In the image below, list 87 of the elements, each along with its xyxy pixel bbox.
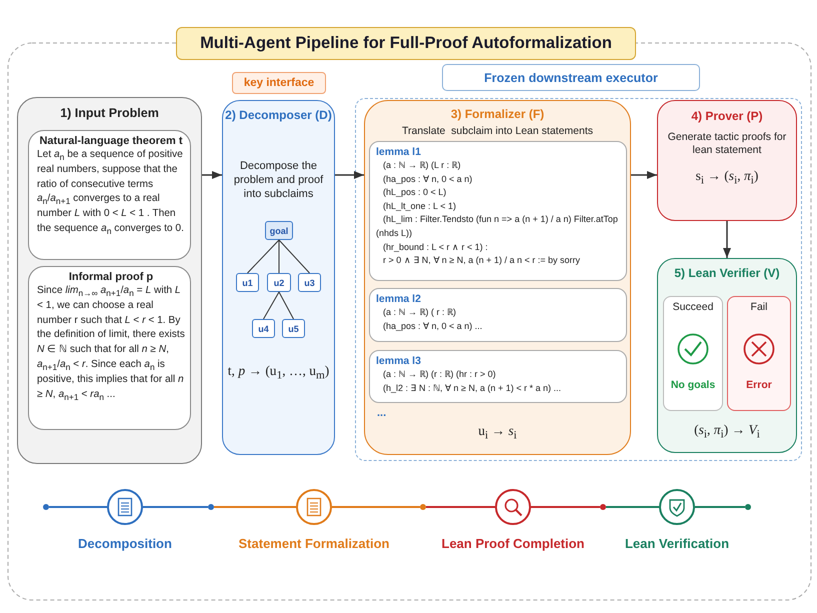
subclaim-node: u4: [252, 319, 275, 338]
step-circle: [107, 489, 143, 525]
result-card: [727, 296, 791, 411]
formula: u$_{i}$ → s$_{i}$: [478, 423, 517, 439]
panel-heading: 1) Input Problem: [60, 106, 159, 120]
lemma-name: lemma l1: [376, 145, 422, 159]
step-label: Statement Formalization: [238, 536, 390, 551]
code-line: r > 0 ∧ ∃ N, ∀ n ≥ N, a (n + 1) / a n < r := by sorry: [382, 254, 582, 268]
code-line: (a : ℕ → ℝ) ( r : ℝ): [382, 306, 457, 319]
subclaim-node: u3: [298, 273, 321, 292]
step-circle: [495, 489, 531, 525]
panel-heading: 2) Decomposer (D): [225, 108, 332, 122]
status-label: Fail: [750, 301, 768, 313]
code-line: (ha_pos : ∀ n, 0 < a n) ...: [382, 320, 484, 333]
card-heading: Natural-language theorem t: [39, 135, 183, 147]
subclaim-node: u1: [236, 273, 259, 292]
ellipsis-text: ...: [377, 407, 386, 419]
description-text: Decompose the problem and proof into subclaims: [232, 159, 324, 201]
arrow: [202, 171, 222, 179]
timeline-dot: [208, 504, 214, 510]
formula: (s$_{i}$, π$_{i}$) → V$_{i}$: [694, 422, 760, 438]
section-label: Frozen downstream executor: [442, 64, 700, 91]
text-card: [28, 130, 191, 260]
key-interface-tag: key interface: [232, 72, 326, 94]
result-text: No goals: [670, 379, 716, 391]
timeline-line: [332, 506, 420, 508]
text-card: [28, 266, 191, 430]
tree-line: [278, 240, 310, 274]
tree-line: [278, 240, 280, 274]
lemma-name: lemma l2: [376, 292, 422, 306]
paragraph: Let a$_{n}$ be a sequence of positive real numbers, suppose that the ratio of consecutive terms a$_{n}$/a$_{n+1}$ converges to a real number L with 0 < L < 1 . Then the sequence a$_{n}$ converges to 0.: [37, 148, 185, 237]
agent-panel: [657, 100, 797, 221]
description-text: Translate subclaim into Lean statements: [402, 125, 594, 137]
code-line: (ha_pos : ∀ n, 0 < a n): [382, 172, 474, 186]
timeline-line: [143, 506, 208, 508]
tree-line: [263, 292, 280, 320]
code-line: (hL_pos : 0 < L): [382, 186, 448, 200]
timeline-line: [49, 506, 107, 508]
subclaim-node: u2: [267, 273, 291, 292]
lemma-name: lemma l3: [376, 354, 422, 368]
subclaim-node: goal: [265, 221, 293, 240]
formula: t, p → (u$_{1}$, …, u$_{m}$): [228, 363, 330, 379]
panel-heading: 3) Formalizer (F): [450, 107, 544, 121]
agent-panel: [364, 100, 631, 455]
step-circle: [296, 489, 332, 525]
card-heading: Informal proof p: [68, 271, 154, 283]
code-line: (hL_lt_one : L < 1): [382, 200, 457, 213]
step-label: Decomposition: [78, 536, 172, 551]
timeline-line: [606, 506, 659, 508]
step-label: Lean Proof Completion: [442, 536, 584, 551]
tree-line: [278, 292, 294, 320]
formula: s$_{i}$ → (s$_{i}$, π$_{i}$): [696, 168, 758, 184]
timeline-line: [695, 506, 745, 508]
arrow: [723, 221, 731, 258]
step-circle: [659, 489, 695, 525]
timeline-dot: [745, 504, 751, 510]
dashed-region: [355, 98, 802, 461]
tree-line: [247, 240, 280, 274]
code-line: (a : ℕ → ℝ) (L r : ℝ): [382, 159, 462, 172]
arrow: [631, 171, 657, 179]
code-line: (hr_bound : L < r ∧ r < 1) :: [382, 240, 489, 254]
result-card: [663, 296, 723, 411]
input-panel: [17, 97, 202, 464]
timeline-line: [531, 506, 600, 508]
timeline-dot: [600, 504, 606, 510]
subclaim-node: u5: [282, 319, 305, 338]
code-line: (hL_lim : Filter.Tendsto (fun n => a (n + 1) / a n) Filter.atTop (nhds L)): [376, 213, 619, 240]
result-text: Error: [746, 379, 772, 391]
timeline-dot: [43, 504, 49, 510]
code-line: (h_l2 : ∃ N : ℕ, ∀ n ≥ N, a (n + 1) < r * a n) ...: [382, 382, 562, 395]
arrow: [335, 171, 364, 179]
diagram-title: Multi-Agent Pipeline for Full-Proof Autoformalization: [176, 27, 636, 60]
status-label: Succeed: [672, 301, 714, 313]
paragraph: Since lim$_{n→∞}$ a$_{n+1}$/a$_{n}$ = L with L < 1, we can choose a real number r such that L < r < 1. By the definition of limit, there exists N ∈ ℕ such that for all n ≥ N, a$_{n+1}$/a$_{n}$ < r. Since each a$_{n}$ is positive, this implies that for all n ≥ N, a$_{n+1}$ < ra$_{n}$ ...: [37, 284, 185, 402]
description-text: Generate tactic proofs for lean statement: [666, 131, 788, 157]
code-card: [369, 288, 627, 342]
code-card: [369, 141, 627, 281]
timeline-dot: [420, 504, 426, 510]
step-label: Lean Verification: [624, 536, 730, 551]
panel-heading: 5) Lean Verifier (V): [674, 266, 780, 280]
code-card: [369, 350, 627, 403]
panel-heading: 4) Prover (P): [691, 109, 763, 123]
agent-panel: [657, 258, 797, 453]
timeline-line: [214, 506, 296, 508]
agent-panel: [222, 100, 335, 455]
code-line: (a : ℕ → ℝ) (r : ℝ) (hr : r > 0): [382, 368, 497, 381]
timeline-line: [426, 506, 495, 508]
